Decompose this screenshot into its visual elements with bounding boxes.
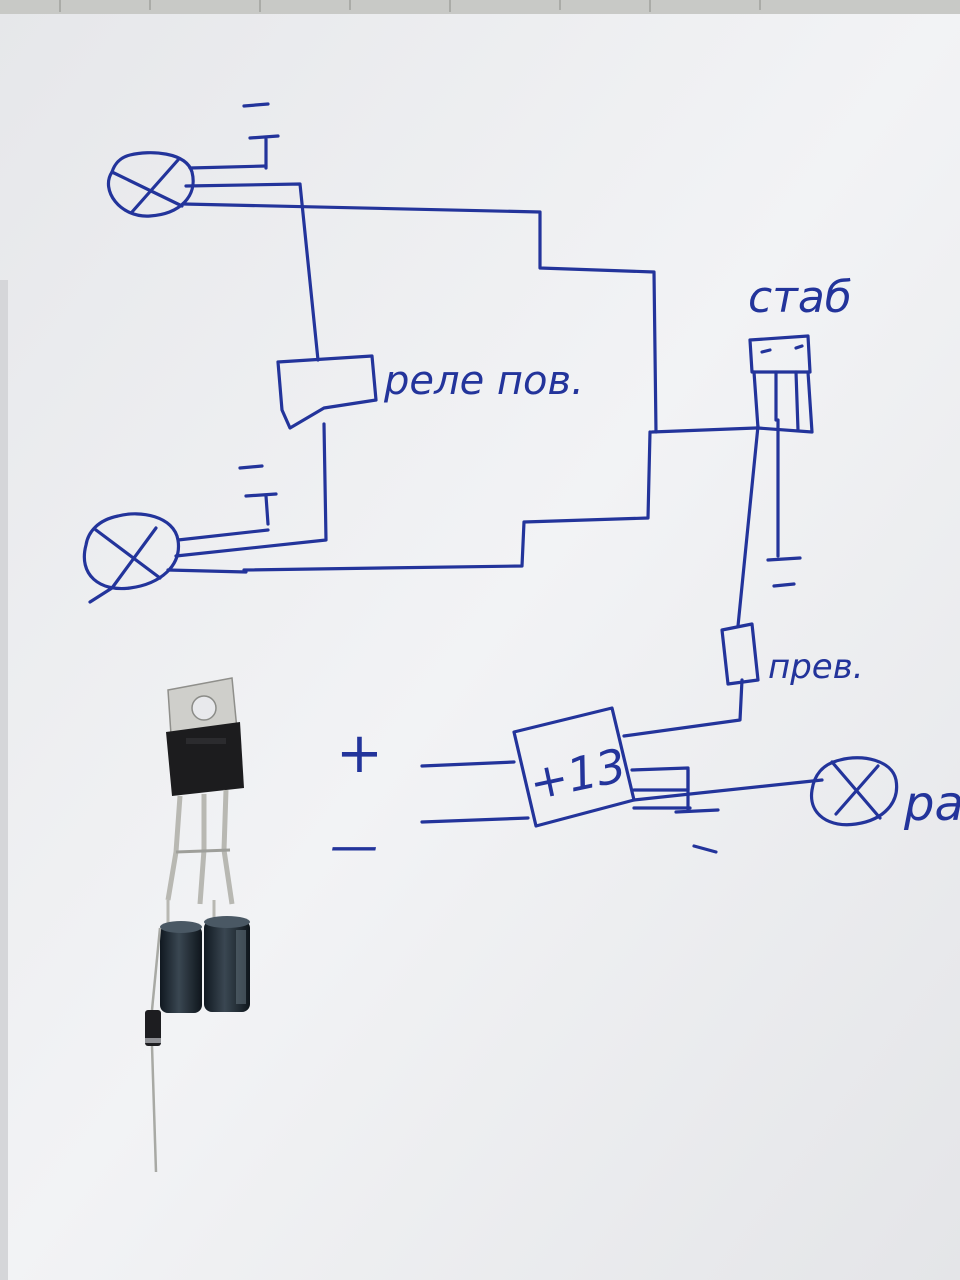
stabilizer-symbol (748, 334, 814, 434)
ground-bottom (238, 464, 278, 526)
minus-label: — (330, 818, 378, 874)
lamp-right-label: ра (903, 776, 960, 832)
relay-box (276, 354, 378, 430)
stab-label: стаб (748, 272, 852, 323)
ground-symbol-icon (238, 464, 278, 526)
lamp-symbol-icon (106, 151, 195, 218)
relay-label: реле пов. (383, 358, 584, 404)
resistor-symbol (720, 622, 760, 686)
paper-shadow (0, 280, 8, 1280)
capacitor-right (204, 900, 250, 1012)
lamp-right (810, 756, 899, 827)
ground-stab (766, 418, 802, 588)
lamp-symbol-icon (810, 756, 899, 827)
plus-label: + (336, 721, 383, 786)
module-box (512, 706, 636, 828)
lamp-top (106, 151, 195, 218)
wires (166, 164, 824, 824)
ruler-ticks (59, 0, 761, 12)
capacitor-left (160, 900, 202, 1013)
top-edge-strip (0, 0, 960, 14)
ground-symbol-icon (242, 102, 280, 170)
voltage-regulator-transistor (165, 677, 244, 905)
ground-top (242, 102, 280, 170)
ground-symbol-icon (766, 418, 802, 588)
resistor-label: прев. (768, 647, 864, 687)
diode (145, 927, 162, 1173)
